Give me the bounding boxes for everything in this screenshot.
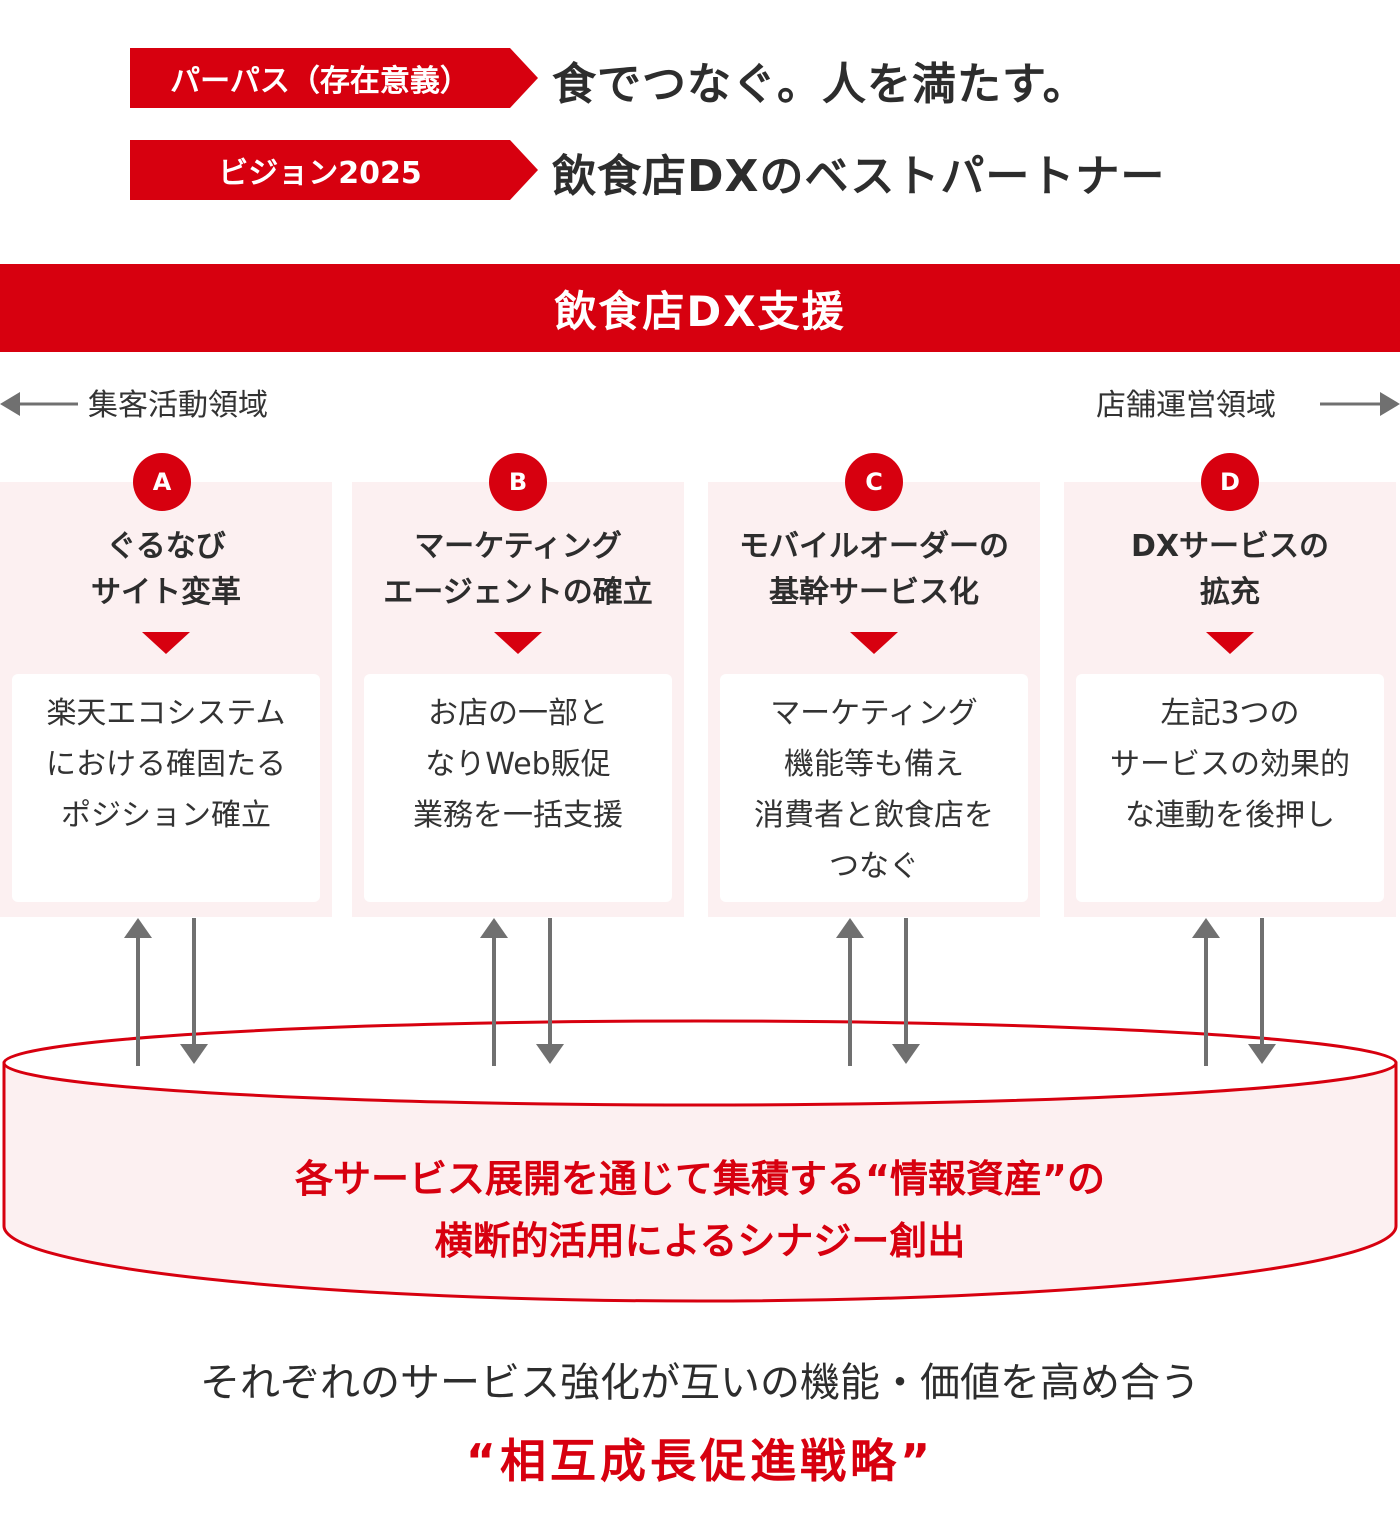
dx-support-band: 飲食店DX支援 xyxy=(0,264,1400,352)
column-a-card: 楽天エコシステム における確固たる ポジション確立 xyxy=(12,674,320,902)
cylinder-text-line-1: 各サービス展開を通じて集積する“情報資産”の xyxy=(295,1157,1105,1201)
column-b-body-line: お店の一部と xyxy=(428,696,608,731)
exchange-arrows xyxy=(124,918,1276,1066)
cylinder-text-line-2: 横断的活用によるシナジー創出 xyxy=(434,1219,966,1263)
column-c-body-line: 消費者と飲食店を xyxy=(754,798,994,833)
column-d-title-line: DXサービスの xyxy=(1130,529,1330,564)
column-c-body-line: つなぐ xyxy=(829,849,919,884)
column-c-title: モバイルオーダーの 基幹サービス化 xyxy=(708,524,1040,616)
vision-tag: ビジョン2025 xyxy=(130,140,538,200)
column-a-title-line: サイト変革 xyxy=(91,575,241,610)
column-b-body-line: 業務を一括支援 xyxy=(413,798,623,833)
purpose-tag: パーパス（存在意義） xyxy=(130,48,538,108)
column-b: マーケティング エージェントの確立 お店の一部と なりWeb販促 業務を一括支援 xyxy=(352,482,684,917)
column-d-body-line: な連動を後押し xyxy=(1125,798,1335,833)
range-left-label: 集客活動領域 xyxy=(88,388,268,423)
column-a: ぐるなび サイト変革 楽天エコシステム における確固たる ポジション確立 xyxy=(0,482,332,917)
column-a-body-line: ポジション確立 xyxy=(61,798,271,833)
up-arrowhead-icon xyxy=(480,918,508,938)
column-c-badge: C xyxy=(845,453,903,511)
strategy-title: “相互成長促進戦略” xyxy=(465,1434,935,1488)
column-b-title-line: マーケティング xyxy=(414,529,622,564)
summary-text: それぞれのサービス強化が互いの機能・価値を高め合う xyxy=(200,1360,1200,1406)
column-a-body-line: 楽天エコシステム xyxy=(46,696,286,731)
up-arrowhead-icon xyxy=(836,918,864,938)
column-b-title-line: エージェントの確立 xyxy=(383,575,653,610)
column-d-card: 左記3つの サービスの効果的 な連動を後押し xyxy=(1076,674,1384,902)
column-c-title-line: 基幹サービス化 xyxy=(769,575,979,610)
band-title: 飲食店DX支援 xyxy=(554,286,846,336)
column-c: モバイルオーダーの 基幹サービス化 マーケティング 機能等も備え 消費者と飲食店… xyxy=(708,482,1040,917)
column-b-body-line: なりWeb販促 xyxy=(425,747,611,782)
column-d-body-line: 左記3つの xyxy=(1160,696,1300,731)
down-arrowhead-icon xyxy=(180,1044,208,1064)
vision-tag-label: ビジョン2025 xyxy=(218,156,422,191)
column-a-badge: A xyxy=(133,453,191,511)
column-d-body-line: サービスの効果的 xyxy=(1110,747,1350,782)
cylinder-top xyxy=(2,1019,1398,1107)
column-d-title-line: 拡充 xyxy=(1200,575,1260,610)
column-d-title: DXサービスの 拡充 xyxy=(1064,524,1396,616)
up-arrowhead-icon xyxy=(1192,918,1220,938)
column-b-badge: B xyxy=(489,453,547,511)
right-range-arrowhead-icon xyxy=(1380,392,1400,416)
range-arrows xyxy=(0,392,1400,416)
down-arrowhead-icon xyxy=(1248,1044,1276,1064)
vision-text: 飲食店DXのベストパートナー xyxy=(552,151,1166,202)
column-b-down-triangle-icon xyxy=(494,632,542,654)
column-c-body-line: 機能等も備え xyxy=(784,747,964,782)
purpose-text: 食でつなぐ。人を満たす。 xyxy=(552,59,1088,110)
column-b-title: マーケティング エージェントの確立 xyxy=(352,524,684,616)
up-arrowhead-icon xyxy=(124,918,152,938)
column-a-title-line: ぐるなび xyxy=(106,529,226,564)
information-cylinder xyxy=(2,918,1398,1303)
column-d-down-triangle-icon xyxy=(1206,632,1254,654)
column-a-title: ぐるなび サイト変革 xyxy=(0,524,332,616)
column-c-down-triangle-icon xyxy=(850,632,898,654)
left-range-arrowhead-icon xyxy=(0,392,20,416)
range-right-label: 店舗運営領域 xyxy=(1096,388,1276,423)
down-arrowhead-icon xyxy=(536,1044,564,1064)
column-b-card: お店の一部と なりWeb販促 業務を一括支援 xyxy=(364,674,672,902)
cylinder-body xyxy=(2,1061,1398,1303)
purpose-tag-label: パーパス（存在意義） xyxy=(170,64,470,99)
column-a-body-line: における確固たる xyxy=(46,747,286,782)
column-c-title-line: モバイルオーダーの xyxy=(739,529,1009,564)
column-c-card: マーケティング 機能等も備え 消費者と飲食店を つなぐ xyxy=(720,674,1028,902)
column-d-badge: D xyxy=(1201,453,1259,511)
down-arrowhead-icon xyxy=(892,1044,920,1064)
column-c-body-line: マーケティング xyxy=(770,696,978,731)
column-d: DXサービスの 拡充 左記3つの サービスの効果的 な連動を後押し xyxy=(1064,482,1396,917)
column-a-down-triangle-icon xyxy=(142,632,190,654)
